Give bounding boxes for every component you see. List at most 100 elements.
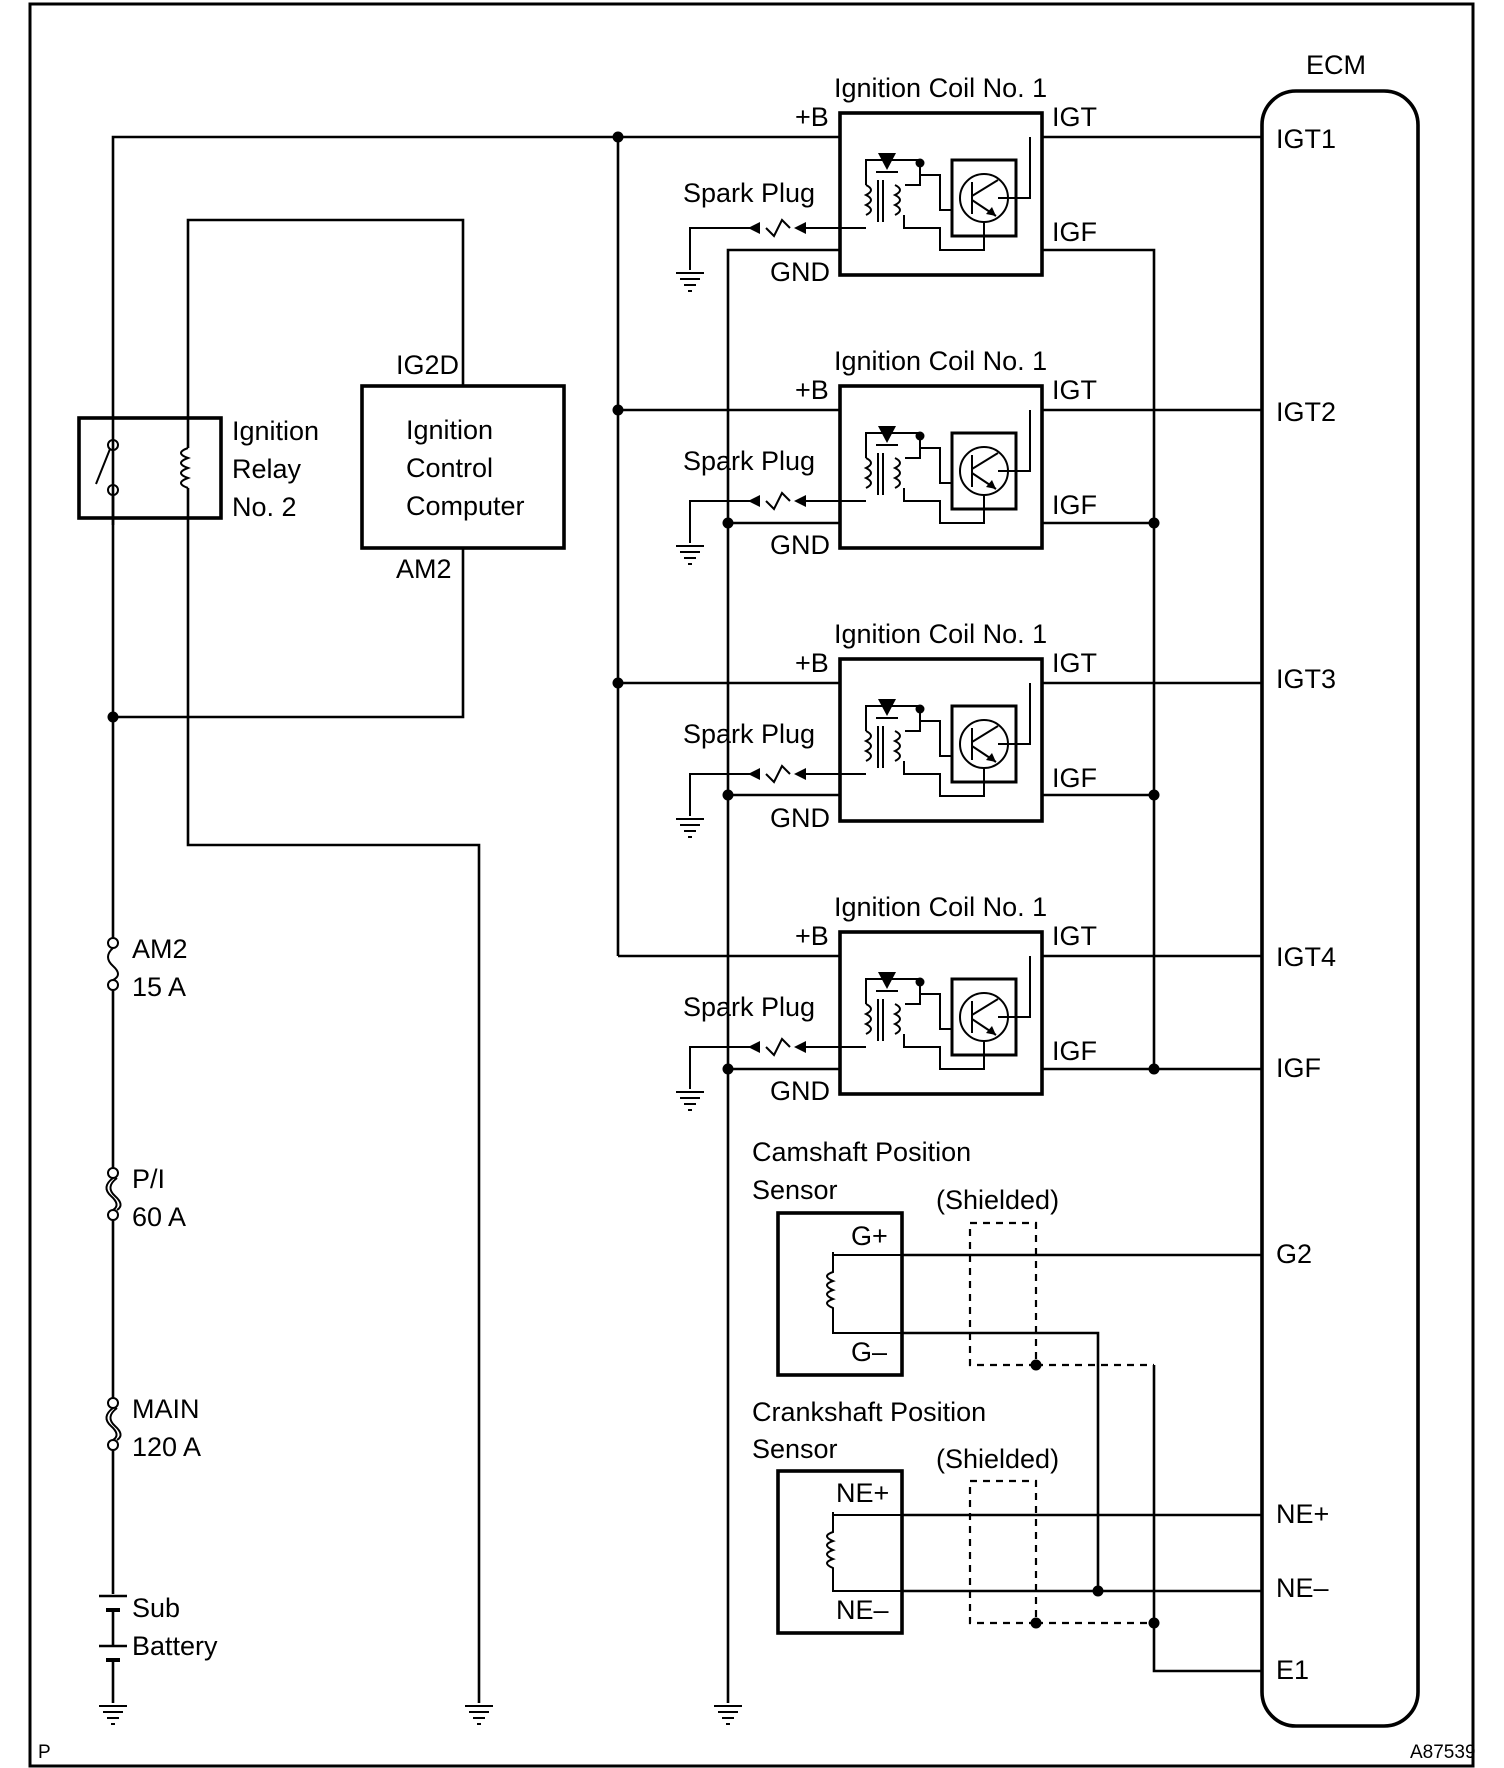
relay-label-line3: No. 2 (232, 492, 297, 522)
ecm-pin-igt1: IGT1 (1276, 124, 1336, 154)
ecm: ECM IGT1 IGT2 IGT3 IGT4 IGF G2 NE+ NE– E… (1260, 50, 1420, 1728)
coil-igt-label: IGT (1052, 375, 1097, 405)
sensor-pin-neg: G– (851, 1337, 887, 1367)
relay-coil-icon (180, 447, 191, 489)
sensor-label-line1: Crankshaft Position (752, 1397, 986, 1427)
fuse-name: MAIN (132, 1394, 200, 1424)
ecm-pin-ne-plus: NE+ (1276, 1499, 1329, 1529)
spark-plug-icon (675, 764, 866, 838)
relay-label-line2: Relay (232, 454, 302, 484)
ignition-coil-4: Ignition Coil No. 1 +B IGT IGF GND Spark… (675, 892, 1097, 1111)
coil-igt-label: IGT (1052, 921, 1097, 951)
coil-b-label: +B (795, 648, 829, 678)
ecm-pin-g2: G2 (1276, 1239, 1312, 1269)
ignition-coil-2: Ignition Coil No. 1 +B IGT IGF GND Spark… (675, 346, 1097, 565)
sensor-pin-pos: G+ (851, 1221, 888, 1251)
coil-b-label: +B (795, 921, 829, 951)
computer-label-line3: Computer (406, 491, 525, 521)
coil-gnd-label: GND (770, 530, 830, 560)
relay-label-line1: Ignition (232, 416, 319, 446)
fuse-name: P/I (132, 1164, 165, 1194)
spark-plug-icon (675, 491, 866, 565)
ignition-coil-1: Ignition Coil No. 1 +B IGT IGF GND Spark… (675, 73, 1097, 292)
igf-bus (1042, 248, 1262, 1075)
frame (28, 2, 1475, 1768)
igt-lines (1042, 135, 1262, 958)
ignition-coil-3: Ignition Coil No. 1 +B IGT IGF GND Spark… (675, 619, 1097, 838)
power-line (98, 495, 128, 1725)
computer-pin-ig2d: IG2D (396, 350, 459, 380)
ecm-pin-igt3: IGT3 (1276, 664, 1336, 694)
coil-title: Ignition Coil No. 1 (834, 346, 1047, 376)
computer-label-line2: Control (406, 453, 493, 483)
footer-left-label: P (38, 1742, 51, 1763)
coil-b-label: +B (795, 375, 829, 405)
sensor-label-line1: Camshaft Position (752, 1137, 971, 1167)
computer-label-line1: Ignition (406, 415, 493, 445)
computer-pin-am2: AM2 (396, 554, 452, 584)
ecm-pin-ne-minus: NE– (1276, 1573, 1329, 1603)
ecm-title: ECM (1306, 50, 1366, 80)
shield-label: (Shielded) (936, 1185, 1059, 1215)
coil-title: Ignition Coil No. 1 (834, 73, 1047, 103)
battery-label-line1: Sub (132, 1593, 180, 1623)
ecm-pin-e1: E1 (1276, 1655, 1309, 1685)
fuse-rating: 15 A (132, 972, 186, 1002)
coil-igt-label: IGT (1052, 648, 1097, 678)
relay-coil-wiring (186, 218, 494, 1725)
ecm-pin-igf: IGF (1276, 1053, 1321, 1083)
spark-plug-label: Spark Plug (683, 178, 815, 208)
sensor-pin-neg: NE– (836, 1595, 889, 1625)
crankshaft-position-sensor: Crankshaft Position Sensor NE+ NE– (Shie… (752, 1397, 1059, 1635)
fuse-pi: P/I 60 A (105, 1164, 186, 1232)
ecm-pin-igt4: IGT4 (1276, 942, 1336, 972)
coil-igf-label: IGF (1052, 1036, 1097, 1066)
ground-icon (675, 1091, 705, 1111)
camshaft-position-sensor: Camshaft Position Sensor G+ G– (Shielded… (752, 1137, 1059, 1377)
sensor-pin-pos: NE+ (836, 1478, 889, 1508)
sensor-coil-icon (826, 1512, 836, 1588)
fuse-icon (105, 1407, 118, 1441)
ground-icon (464, 1705, 494, 1725)
sub-battery: Sub Battery (99, 1593, 218, 1662)
gnd-bus (713, 248, 840, 1725)
coil-igf-label: IGF (1052, 763, 1097, 793)
power-bus (111, 131, 840, 958)
coil-title: Ignition Coil No. 1 (834, 619, 1047, 649)
ground-icon (675, 272, 705, 292)
coil-b-label: +B (795, 102, 829, 132)
ignition-relay: Ignition Relay No. 2 (77, 416, 319, 522)
battery-label-line2: Battery (132, 1631, 218, 1661)
fuse-rating: 120 A (132, 1432, 201, 1462)
fuse-rating: 60 A (132, 1202, 186, 1232)
battery-icon (99, 1594, 127, 1662)
sensor-label-line2: Sensor (752, 1175, 838, 1205)
spark-plug-label: Spark Plug (683, 719, 815, 749)
spark-plug-label: Spark Plug (683, 992, 815, 1022)
spark-plug-label: Spark Plug (683, 446, 815, 476)
sensor-wiring (902, 1221, 1262, 1673)
coil-gnd-label: GND (770, 257, 830, 287)
fuse-icon (105, 1177, 118, 1211)
coil-title: Ignition Coil No. 1 (834, 892, 1047, 922)
ground-icon (675, 545, 705, 565)
shield-label: (Shielded) (936, 1444, 1059, 1474)
ground-icon (675, 818, 705, 838)
fuse-icon (107, 947, 119, 981)
fuse-name: AM2 (132, 934, 188, 964)
am2-feed-wire (113, 548, 465, 719)
coil-igf-label: IGF (1052, 490, 1097, 520)
sensor-label-line2: Sensor (752, 1434, 838, 1464)
coil-gnd-label: GND (770, 1076, 830, 1106)
coil-gnd-label: GND (770, 803, 830, 833)
fuse-main: MAIN 120 A (105, 1394, 201, 1462)
coil-igt-label: IGT (1052, 102, 1097, 132)
fuse-am2: AM2 15 A (107, 934, 188, 1002)
ignition-control-computer: Ignition Control Computer IG2D AM2 (360, 350, 566, 584)
sensor-coil-icon (826, 1252, 836, 1328)
spark-plug-icon (675, 218, 866, 292)
ecm-pin-igt2: IGT2 (1276, 397, 1336, 427)
ground-icon (713, 1705, 743, 1725)
figure-code: A87539 (1410, 1742, 1476, 1763)
